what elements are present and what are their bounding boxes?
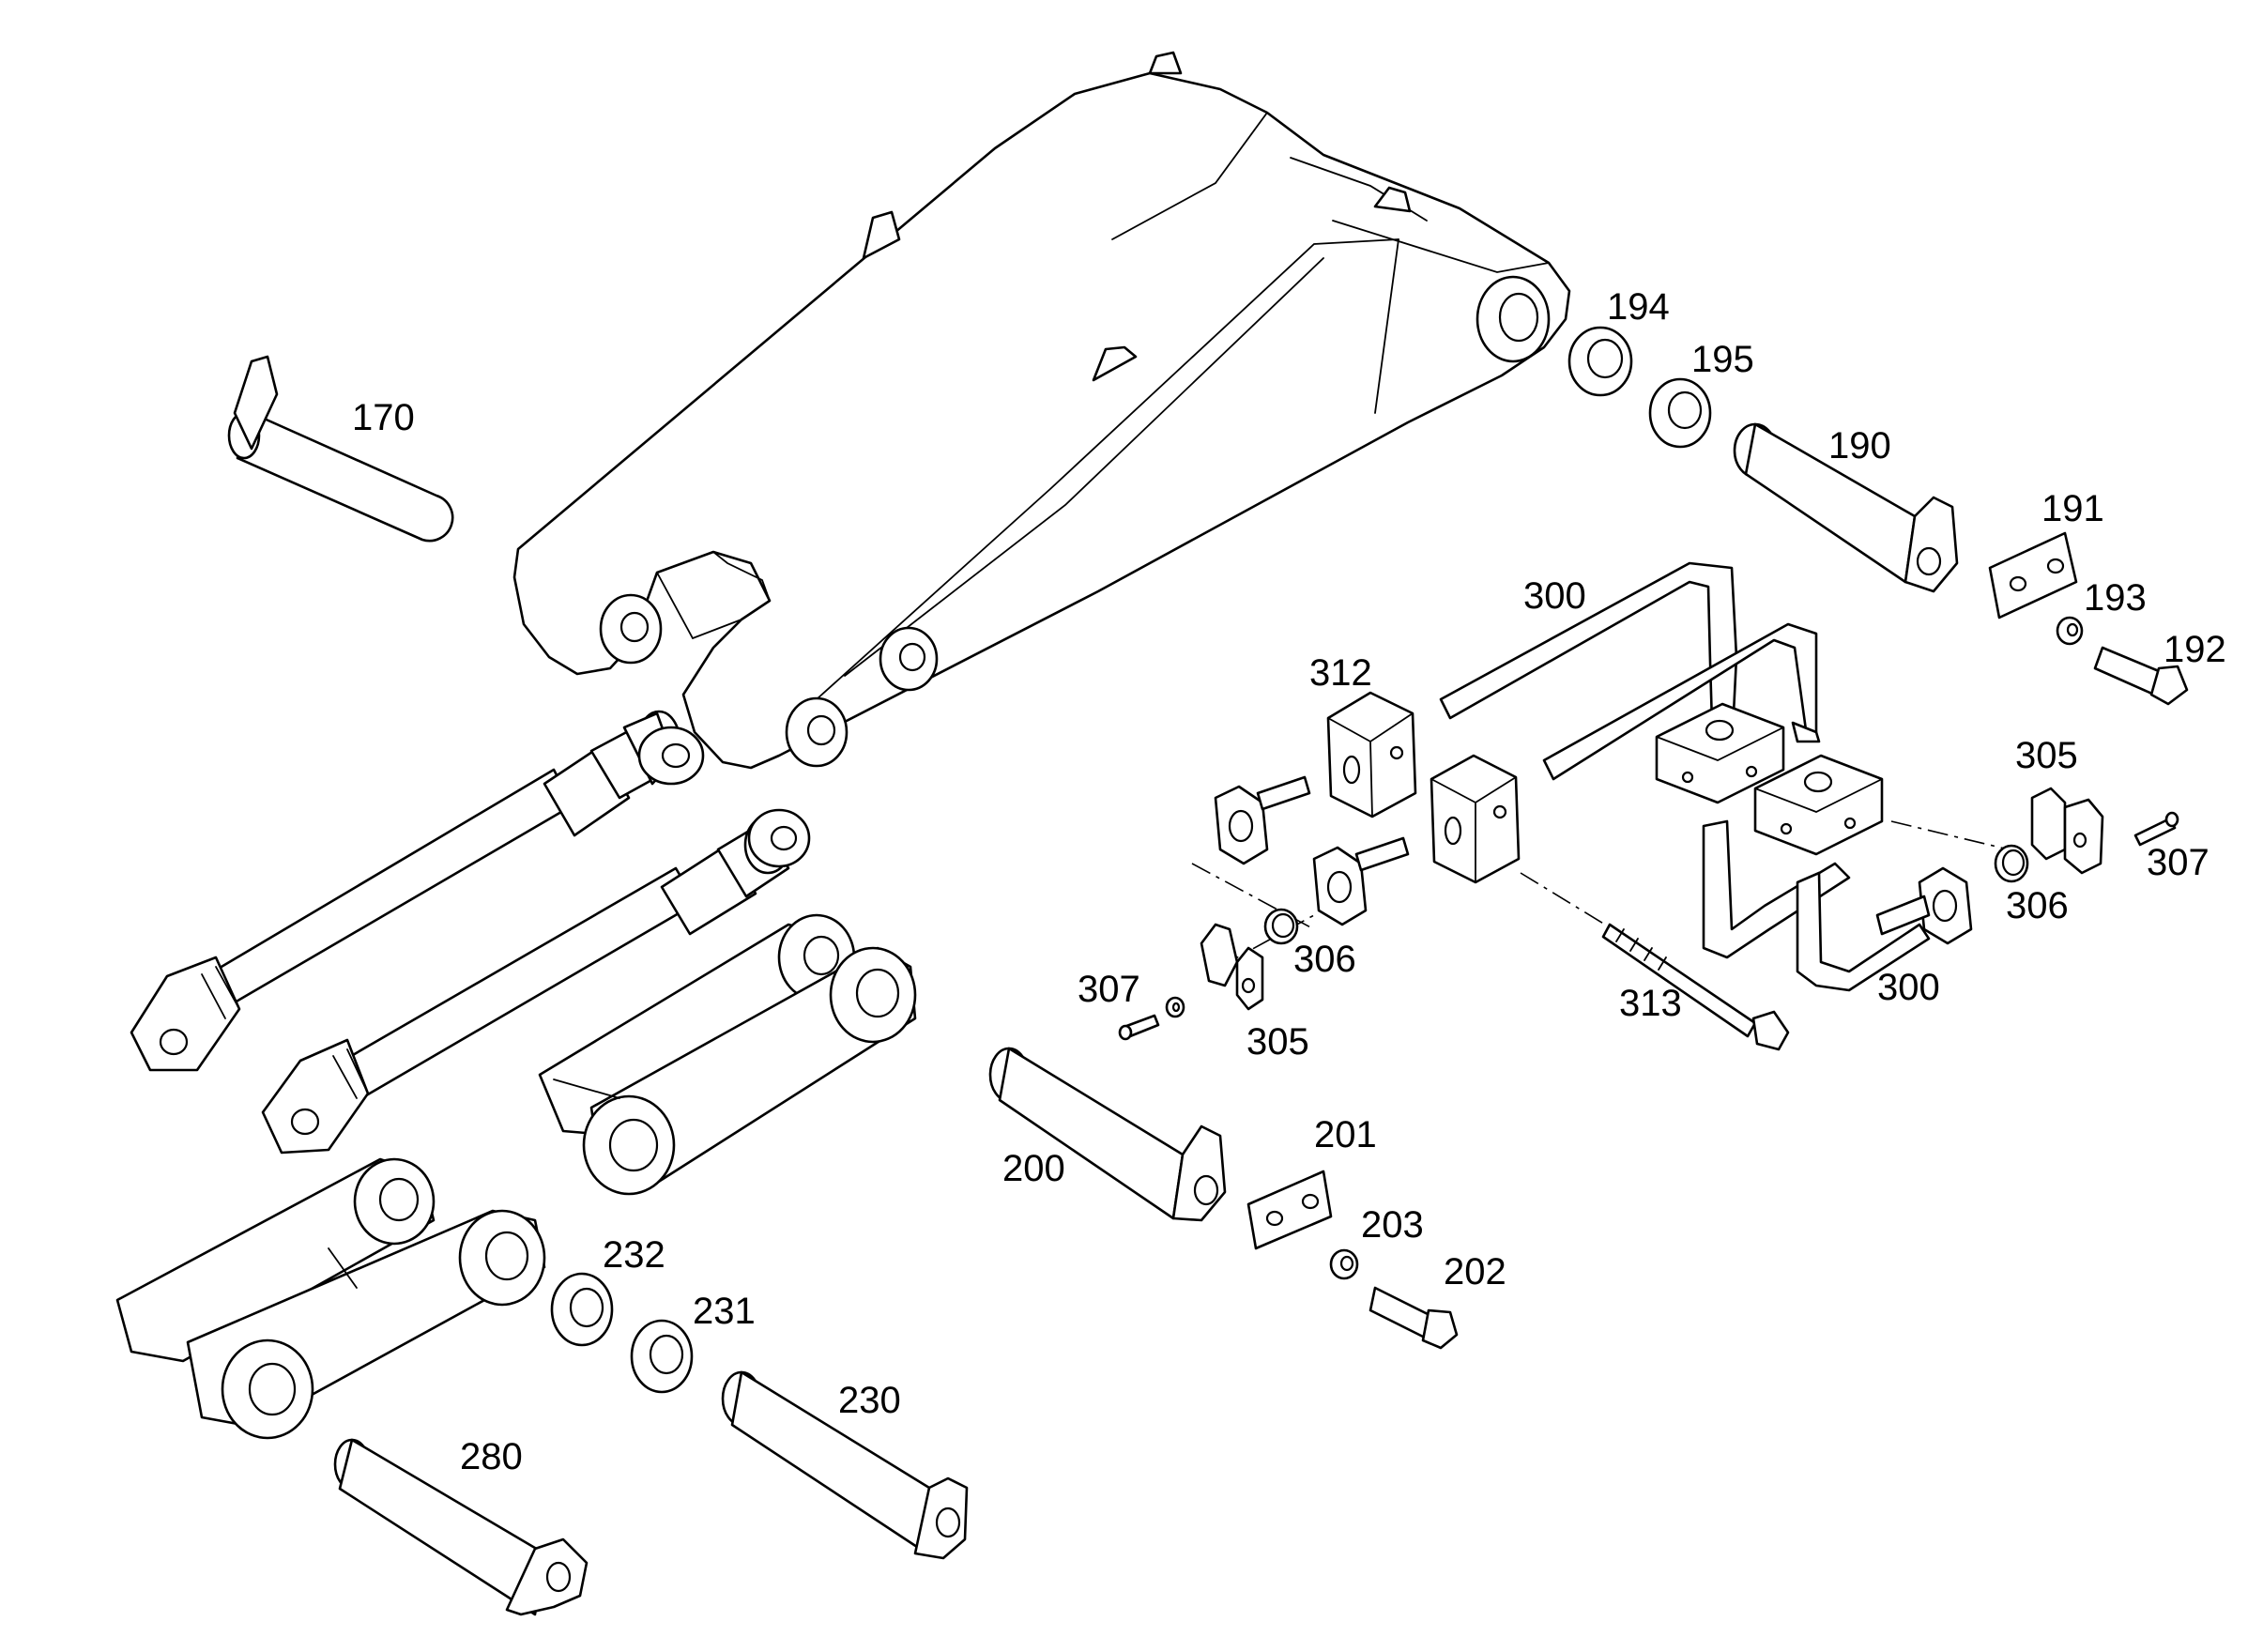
flange-right — [1875, 866, 1973, 945]
split-flange-305-right — [2030, 787, 2104, 875]
bolt-307-right — [2133, 811, 2179, 847]
pin-230 — [721, 1370, 969, 1560]
label-306-left: 306 — [1293, 939, 1356, 980]
label-202: 202 — [1444, 1251, 1506, 1293]
bearing-231 — [630, 1319, 694, 1394]
pin-200 — [988, 1047, 1227, 1222]
label-313: 313 — [1619, 983, 1682, 1024]
part-labels: 170 194 195 190 191 193 192 300 312 305 … — [352, 286, 2226, 1477]
label-306-right: 306 — [2006, 885, 2069, 926]
label-307-right: 307 — [2147, 842, 2209, 883]
link-upper — [538, 913, 917, 1196]
bearing-194 — [1567, 326, 1633, 397]
label-307-left: 307 — [1078, 969, 1140, 1010]
label-300-lower: 300 — [1877, 967, 1940, 1008]
split-flange-305-left — [1200, 923, 1264, 1011]
label-193: 193 — [2084, 577, 2147, 619]
label-170: 170 — [352, 397, 415, 438]
label-200: 200 — [1002, 1148, 1065, 1189]
clamp-block-rear-1 — [1655, 702, 1785, 804]
axis-line-right — [1890, 820, 2010, 850]
label-230: 230 — [838, 1380, 901, 1421]
pin-280 — [333, 1438, 589, 1616]
label-195: 195 — [1691, 339, 1754, 380]
label-280: 280 — [460, 1436, 523, 1477]
cylinder-left — [130, 710, 705, 1072]
label-305-right: 305 — [2015, 735, 2078, 776]
bearing-232 — [550, 1272, 614, 1347]
boom-arm — [512, 51, 1571, 770]
plate-201 — [1246, 1170, 1333, 1250]
bolt-313 — [1601, 923, 1790, 1051]
bolt-192 — [2093, 646, 2189, 706]
pipe-300-lower — [1702, 819, 1931, 992]
clamp-block-front — [1430, 754, 1521, 884]
flange-left-lower — [1312, 836, 1410, 926]
label-191: 191 — [2041, 488, 2104, 529]
washer-193 — [2056, 616, 2084, 646]
label-192: 192 — [2164, 629, 2226, 670]
label-190: 190 — [1828, 425, 1891, 467]
pin-190 — [1733, 422, 1959, 593]
label-232: 232 — [603, 1234, 665, 1276]
label-201: 201 — [1314, 1114, 1377, 1155]
pin-170 — [227, 355, 454, 543]
plate-191 — [1988, 531, 2078, 620]
o-ring-306-left — [1263, 908, 1299, 945]
label-231: 231 — [693, 1291, 756, 1332]
link-lower — [115, 1157, 546, 1440]
o-ring-306-right — [1994, 844, 2029, 883]
label-203: 203 — [1361, 1204, 1424, 1246]
washer-203 — [1329, 1248, 1359, 1280]
cylinder-right — [261, 808, 811, 1155]
flange-left-upper — [1214, 775, 1311, 865]
label-300-upper: 300 — [1523, 575, 1586, 617]
label-312: 312 — [1309, 652, 1372, 694]
clamp-block-312 — [1326, 691, 1417, 818]
clamp-block-rear-2 — [1753, 754, 1884, 856]
bolt-307-left — [1118, 996, 1185, 1041]
bearing-195 — [1648, 377, 1712, 449]
bolt-202 — [1369, 1286, 1459, 1350]
label-305-left: 305 — [1246, 1021, 1309, 1063]
axis-line-313 — [1520, 872, 1611, 928]
label-194: 194 — [1607, 286, 1670, 328]
